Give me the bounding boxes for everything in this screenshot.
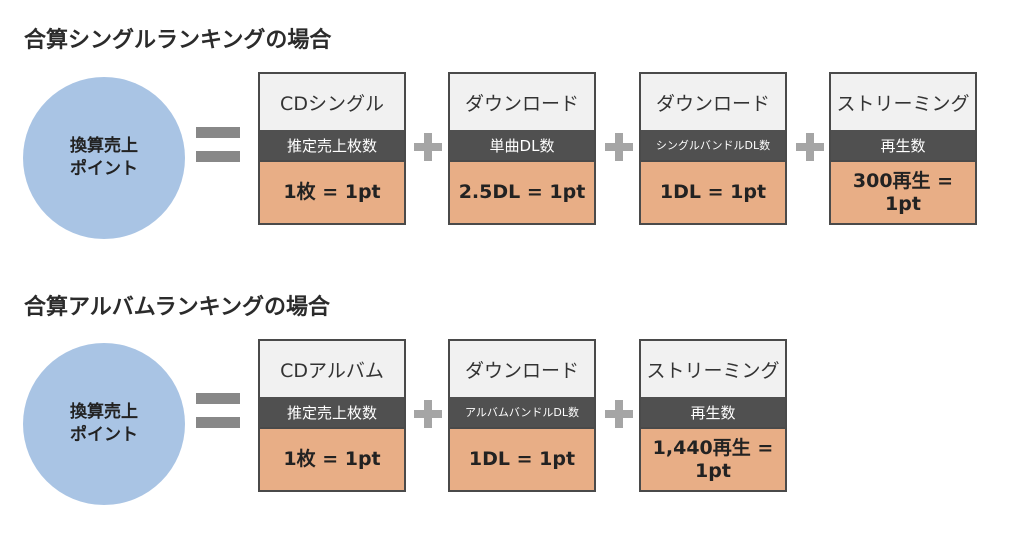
box-metric: 単曲DL数 xyxy=(450,130,594,160)
box-metric: シングルバンドルDL数 xyxy=(641,130,785,160)
box-rate: 1DL = 1pt xyxy=(450,427,594,490)
circle-line-1: 換算売上 xyxy=(70,136,138,157)
box-rate: 1DL = 1pt xyxy=(641,160,785,223)
plus-icon xyxy=(605,400,633,428)
box-album-download: ダウンロード アルバムバンドルDL数 1DL = 1pt xyxy=(448,339,596,492)
box-metric: 推定売上枚数 xyxy=(260,130,404,160)
equals-icon xyxy=(196,123,240,165)
box-cd-single: CDシングル 推定売上枚数 1枚 = 1pt xyxy=(258,72,406,225)
box-head: CDシングル xyxy=(280,92,384,115)
circle-line-2: ポイント xyxy=(70,159,138,179)
plus-icon xyxy=(796,133,824,161)
box-rate: 1枚 = 1pt xyxy=(260,427,404,490)
box-rate: 1枚 = 1pt xyxy=(260,160,404,223)
box-head: ダウンロード xyxy=(655,92,770,115)
box-metric: アルバムバンドルDL数 xyxy=(450,397,594,427)
box-head: ダウンロード xyxy=(464,359,579,382)
box-metric: 推定売上枚数 xyxy=(260,397,404,427)
circle-line-2: ポイント xyxy=(70,425,138,445)
box-head: ストリーミング xyxy=(836,92,970,115)
box-metric: 再生数 xyxy=(831,130,975,160)
plus-icon xyxy=(414,400,442,428)
box-bundle-download: ダウンロード シングルバンドルDL数 1DL = 1pt xyxy=(639,72,787,225)
equals-icon xyxy=(196,389,240,431)
box-album-streaming: ストリーミング 再生数 1,440再生 = 1pt xyxy=(639,339,787,492)
converted-points-circle: 換算売上 ポイント xyxy=(23,77,185,239)
box-rate: 2.5DL = 1pt xyxy=(450,160,594,223)
plus-icon xyxy=(605,133,633,161)
box-rate: 300再生 = 1pt xyxy=(831,160,975,223)
box-head: CDアルバム xyxy=(280,359,384,382)
circle-line-1: 換算売上 xyxy=(70,402,138,423)
plus-icon xyxy=(414,133,442,161)
box-head: ダウンロード xyxy=(464,92,579,115)
box-metric: 再生数 xyxy=(641,397,785,427)
box-single-download: ダウンロード 単曲DL数 2.5DL = 1pt xyxy=(448,72,596,225)
converted-points-circle: 換算売上 ポイント xyxy=(23,343,185,505)
box-head: ストリーミング xyxy=(646,359,780,382)
single-ranking-title: 合算シングルランキングの場合 xyxy=(24,28,332,53)
box-cd-album: CDアルバム 推定売上枚数 1枚 = 1pt xyxy=(258,339,406,492)
box-streaming: ストリーミング 再生数 300再生 = 1pt xyxy=(829,72,977,225)
box-rate: 1,440再生 = 1pt xyxy=(641,427,785,490)
album-ranking-title: 合算アルバムランキングの場合 xyxy=(24,295,331,320)
